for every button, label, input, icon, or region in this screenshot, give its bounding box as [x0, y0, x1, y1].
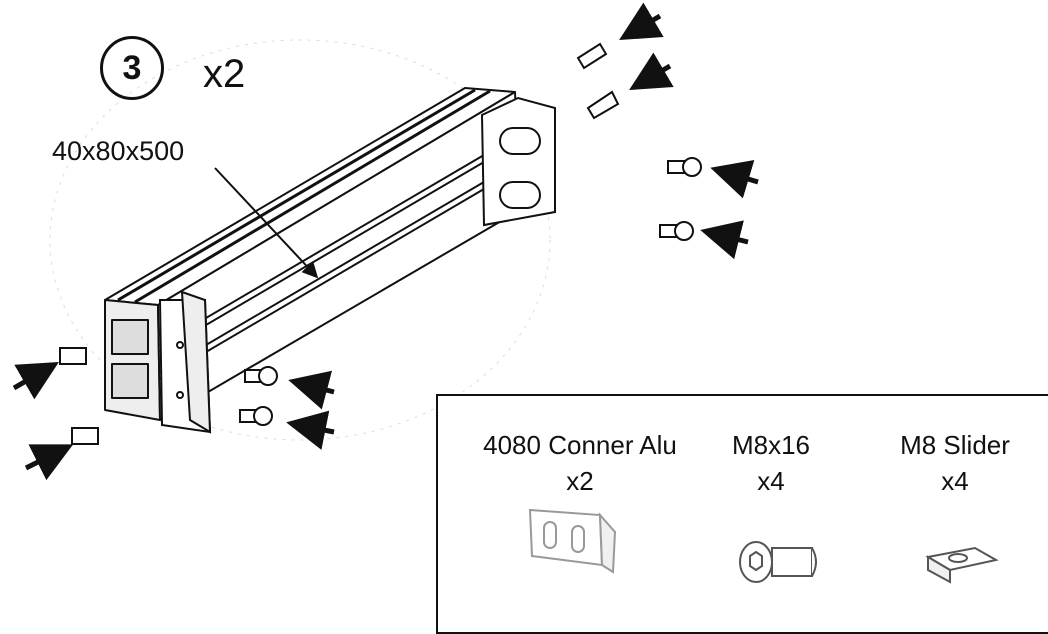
arrow-icon: [12, 2, 759, 481]
dimension-leader-line: [214, 167, 319, 279]
assembly-drawing: [12, 2, 759, 481]
part-name: 4080 Conner Alu: [483, 430, 677, 460]
t-slot-nut-icon: [59, 42, 620, 445]
part-quantity: x4: [941, 466, 969, 496]
part-label-corner: 4080 Conner Alu x2: [468, 427, 692, 499]
step-quantity: x2: [203, 52, 246, 96]
step-number-badge: 3: [100, 36, 164, 100]
profile-dimension-label: 40x80x500: [52, 136, 185, 166]
part-label-slider: M8 Slider x4: [880, 427, 1030, 499]
front-corner-bracket: [158, 290, 212, 434]
aluminum-profile: [104, 87, 521, 421]
part-quantity: x4: [757, 466, 785, 496]
part-name: M8x16: [731, 430, 811, 460]
dashed-outline: [49, 39, 551, 441]
part-label-bolt: M8x16 x4: [706, 427, 836, 499]
part-quantity: x2: [566, 466, 594, 496]
part-name: M8 Slider: [900, 430, 1010, 460]
hex-bolt-icon: [239, 157, 702, 426]
back-corner-bracket: [480, 96, 556, 227]
